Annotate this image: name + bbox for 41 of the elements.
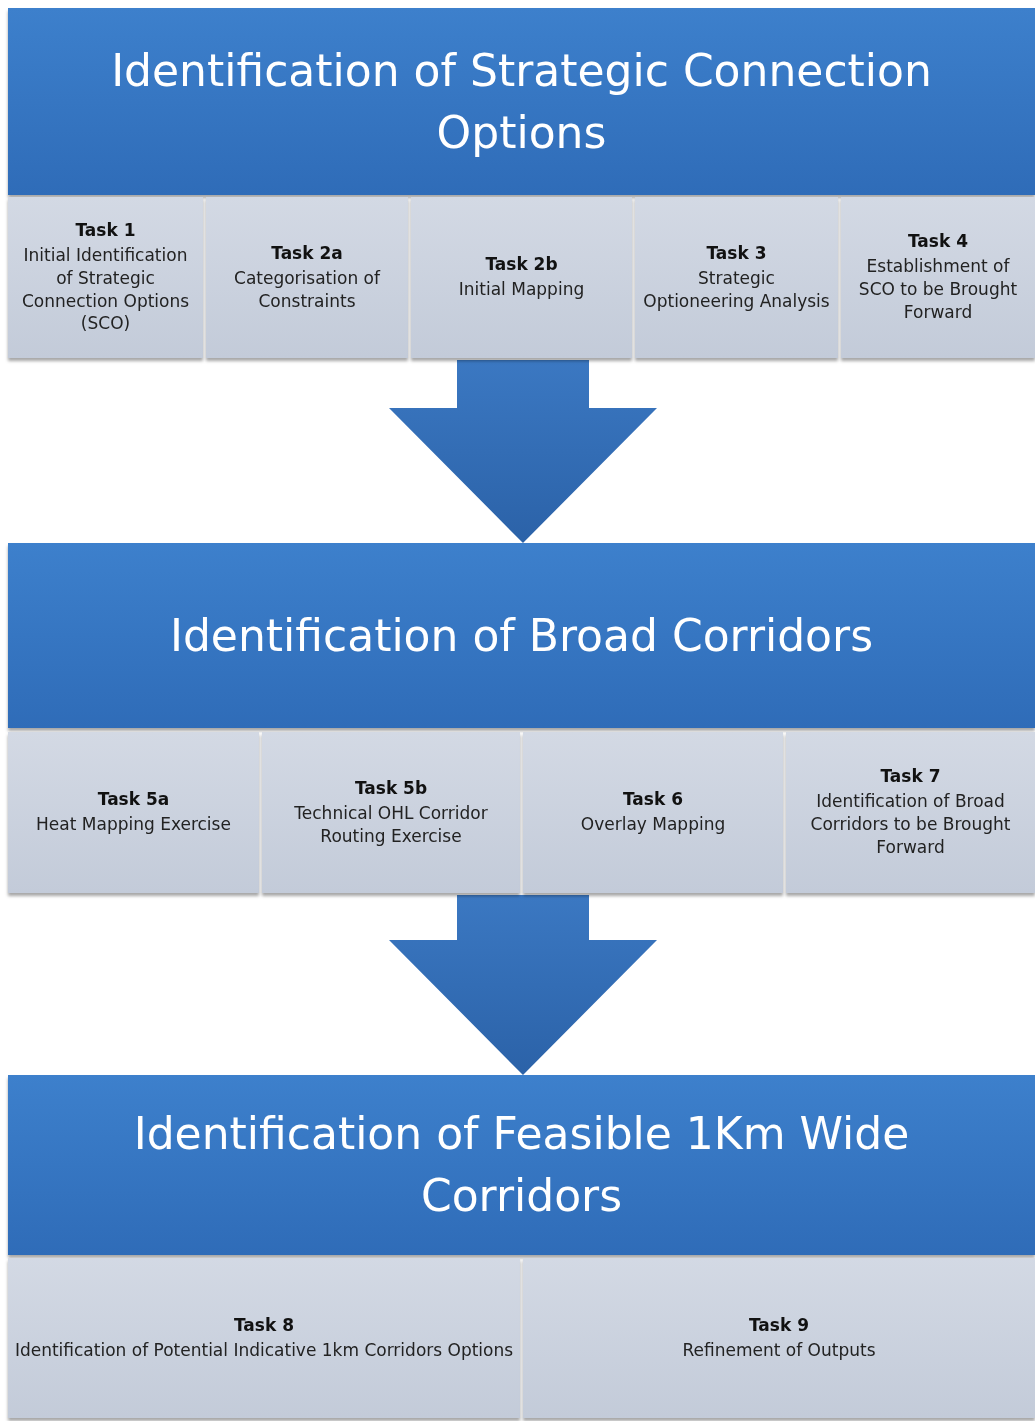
task-number: Task 4 [907,231,969,252]
task-number: Task 5a [97,789,170,810]
task-description: Identification of Broad Corridors to be Brought Forward [809,790,1012,859]
task-box [8,732,259,893]
phase-title: Identification of Feasible 1Km Wide Corridors [132,1107,911,1223]
task-box [411,197,632,358]
phase-title: Identification of Strategic Connection Options [110,43,933,160]
task-number: Task 7 [880,766,941,787]
task-description: Overlay Mapping [580,813,726,836]
task-number: Task 9 [748,1314,810,1335]
block-arrow [389,895,657,1075]
phase-title: Identification of Broad Corridors [168,608,875,663]
block-arrow [389,360,657,543]
phase-header-band [8,543,1035,728]
task-box [206,197,408,358]
task-box [262,732,520,893]
task-box [635,197,838,358]
task-description: Strategic Optioneering Analysis [642,266,831,313]
task-description: Identification of Potential Indicative 1km Corridors Options [14,1338,514,1362]
task-box [8,197,203,358]
task-box [8,1258,520,1418]
task-number: Task 2a [271,242,343,263]
task-description: Initial Identification of Strategic Connection Options (SCO) [20,243,191,336]
task-description: Technical OHL Corridor Routing Exercise [293,801,489,848]
task-description: Refinement of Outputs [682,1338,876,1362]
task-number: Task 5b [354,777,428,798]
task-number: Task 8 [233,1314,295,1335]
task-box [786,732,1035,893]
phase-header-band [8,8,1035,195]
task-number: Task 3 [706,242,767,263]
task-description: Initial Mapping [458,278,585,301]
task-description: Heat Mapping Exercise [36,813,231,836]
task-number: Task 1 [75,219,136,240]
phase-header-band [8,1075,1035,1255]
task-box [523,1258,1035,1418]
task-box [841,197,1035,358]
task-description: Categorisation of Constraints [233,266,382,313]
task-number: Task 2b [485,254,558,275]
task-number: Task 6 [622,789,684,810]
task-description: Establishment of SCO to be Brought Forward [857,255,1019,324]
task-box [523,732,783,893]
